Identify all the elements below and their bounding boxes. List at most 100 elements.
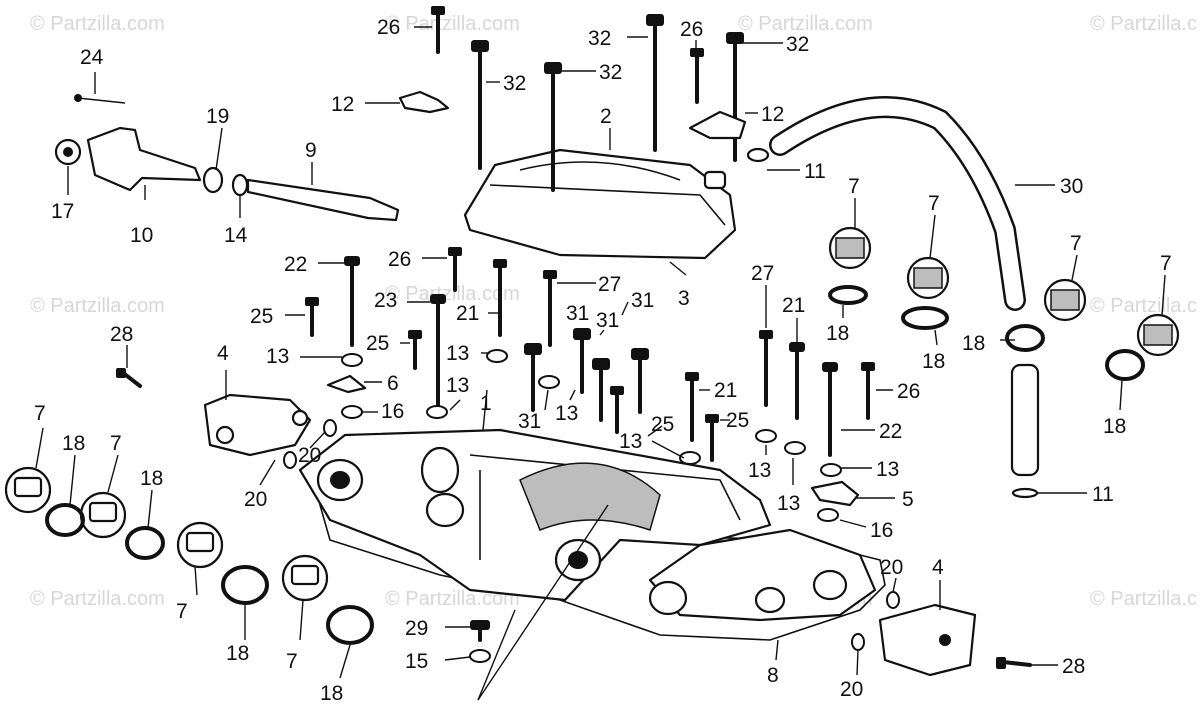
callout-6: 6 bbox=[387, 372, 399, 395]
breather-hose-lower bbox=[1010, 363, 1040, 477]
callout-17: 17 bbox=[51, 200, 74, 223]
rocker-arm-holder-left bbox=[203, 393, 312, 457]
callout-13: 13 bbox=[777, 492, 800, 515]
callout-20: 20 bbox=[840, 678, 863, 701]
callout-13: 13 bbox=[446, 342, 469, 365]
callout-8: 8 bbox=[767, 664, 779, 687]
washers bbox=[283, 349, 900, 663]
callout-27: 27 bbox=[598, 273, 621, 296]
callout-1: 1 bbox=[480, 392, 492, 415]
cylinder-head bbox=[298, 428, 772, 602]
callout-29: 29 bbox=[405, 617, 428, 640]
callout-13: 13 bbox=[876, 458, 899, 481]
callout-31: 31 bbox=[596, 309, 619, 332]
watermark: © Partzilla.c bbox=[1090, 13, 1197, 35]
callout-18: 18 bbox=[140, 467, 163, 490]
callout-13: 13 bbox=[446, 374, 469, 397]
callout-11: 11 bbox=[1092, 483, 1114, 506]
callout-19: 19 bbox=[206, 105, 229, 128]
callout-25: 25 bbox=[726, 409, 749, 432]
callout-3: 3 bbox=[678, 287, 690, 310]
watermark: © Partzilla.c bbox=[1090, 588, 1197, 610]
callout-18: 18 bbox=[62, 432, 85, 455]
watermark: © Partzilla.com bbox=[30, 588, 165, 610]
breather-hose bbox=[771, 98, 1024, 309]
callout-31: 31 bbox=[631, 289, 654, 312]
callout-12: 12 bbox=[331, 93, 354, 116]
callout-15: 15 bbox=[405, 650, 428, 673]
callout-13: 13 bbox=[748, 459, 771, 482]
callout-18: 18 bbox=[962, 332, 985, 355]
o-rings bbox=[45, 285, 1145, 645]
rocker-arm-holder-right bbox=[648, 528, 877, 622]
callout-25: 25 bbox=[651, 413, 674, 436]
callout-22: 22 bbox=[284, 253, 307, 276]
callout-32: 32 bbox=[503, 72, 526, 95]
callout-18: 18 bbox=[320, 682, 343, 705]
bolt-heads bbox=[116, 6, 1006, 669]
callout-21: 21 bbox=[714, 379, 737, 402]
tachometer-gear-assembly bbox=[54, 94, 400, 222]
watermark: © Partzilla.com bbox=[30, 13, 165, 35]
callout-26: 26 bbox=[388, 248, 411, 271]
callout-7: 7 bbox=[928, 192, 940, 215]
callout-28: 28 bbox=[110, 323, 133, 346]
callout-16: 16 bbox=[870, 519, 893, 542]
callout-7: 7 bbox=[34, 402, 46, 425]
cylinder-head-cover bbox=[463, 148, 737, 260]
callout-30: 30 bbox=[1060, 175, 1083, 198]
callout-18: 18 bbox=[826, 322, 849, 345]
callout-32: 32 bbox=[786, 33, 809, 56]
callout-2: 2 bbox=[600, 105, 612, 128]
callout-13: 13 bbox=[266, 345, 289, 368]
callout-25: 25 bbox=[366, 332, 389, 355]
callout-9: 9 bbox=[305, 139, 317, 162]
callout-12: 12 bbox=[761, 103, 784, 126]
callout-20: 20 bbox=[298, 444, 321, 467]
callout-13: 13 bbox=[555, 402, 578, 425]
callout-16: 16 bbox=[381, 400, 404, 423]
end-cover-right bbox=[878, 603, 977, 677]
callout-14: 14 bbox=[224, 224, 248, 247]
callout-11: 11 bbox=[804, 160, 826, 183]
callout-25: 25 bbox=[250, 305, 273, 328]
callout-18: 18 bbox=[226, 642, 249, 665]
leader-lines bbox=[35, 26, 1166, 701]
callout-27: 27 bbox=[751, 262, 774, 285]
callout-13: 13 bbox=[619, 430, 642, 453]
callout-26: 26 bbox=[680, 18, 703, 41]
bolts bbox=[120, 10, 1032, 667]
callout-7: 7 bbox=[1160, 252, 1172, 275]
hose-clip bbox=[746, 147, 770, 163]
callout-7: 7 bbox=[286, 650, 298, 673]
callout-10: 10 bbox=[130, 224, 153, 247]
callout-23: 23 bbox=[374, 289, 397, 312]
watermark: © Partzilla.com bbox=[385, 588, 520, 610]
callout-24: 24 bbox=[80, 46, 104, 69]
watermark: © Partzilla.c bbox=[1090, 295, 1197, 317]
callout-26: 26 bbox=[377, 16, 400, 39]
tappet-caps bbox=[4, 226, 1180, 602]
watermark: © Partzilla.com bbox=[385, 283, 520, 305]
callout-5: 5 bbox=[902, 488, 914, 511]
callout-26: 26 bbox=[897, 380, 920, 403]
callout-labels: 26 32 26 32 32 32 12 12 2 11 24 19 9 17 … bbox=[34, 16, 1172, 705]
callout-21: 21 bbox=[782, 294, 805, 317]
brackets bbox=[326, 90, 860, 507]
callout-32: 32 bbox=[588, 27, 611, 50]
callout-4: 4 bbox=[217, 342, 229, 365]
callout-32: 32 bbox=[599, 61, 622, 84]
watermark: © Partzilla.com bbox=[385, 13, 520, 35]
callout-18: 18 bbox=[1103, 415, 1126, 438]
callout-22: 22 bbox=[879, 420, 902, 443]
callout-20: 20 bbox=[880, 556, 903, 579]
callout-31: 31 bbox=[566, 302, 589, 325]
callout-20: 20 bbox=[244, 488, 267, 511]
hose-clip bbox=[1011, 487, 1039, 499]
callout-4: 4 bbox=[932, 556, 944, 579]
callout-18: 18 bbox=[922, 350, 945, 373]
callout-7: 7 bbox=[110, 432, 122, 455]
callout-21: 21 bbox=[456, 302, 479, 325]
